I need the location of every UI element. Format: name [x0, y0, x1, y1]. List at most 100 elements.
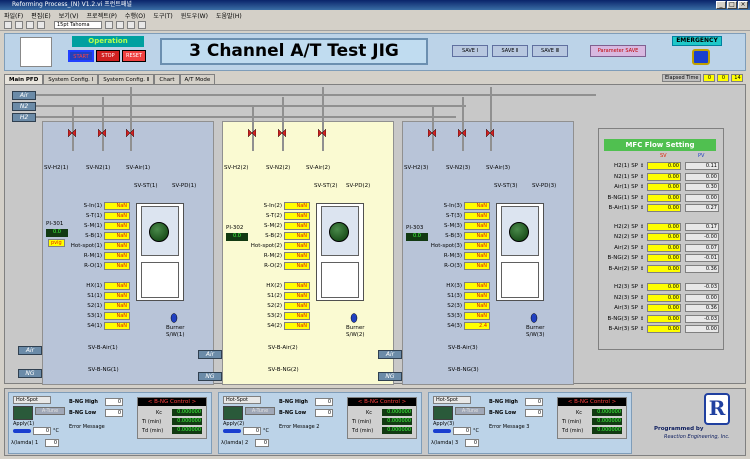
bng-high-input[interactable]: 0 — [315, 398, 333, 406]
lambda-input[interactable]: 0 — [465, 439, 479, 447]
valve-air-icon[interactable] — [486, 129, 494, 137]
run-continuous-icon[interactable] — [15, 21, 23, 29]
menu-tools[interactable]: 도구(T) — [153, 12, 173, 20]
spin-icon[interactable]: ⇕ — [640, 305, 645, 312]
hotspot-select[interactable]: Hot-Spot — [13, 396, 51, 404]
emergency-button[interactable] — [692, 49, 710, 65]
kc-value[interactable]: 0.000000 — [172, 409, 202, 416]
spin-icon[interactable]: ⇕ — [640, 184, 645, 191]
menu-view[interactable]: 보기(V) — [58, 12, 79, 20]
tab-system-config-1[interactable]: System Config. Ⅰ — [43, 74, 99, 84]
menu-edit[interactable]: 편집(E) — [31, 12, 51, 20]
spin-icon[interactable]: ⇕ — [640, 326, 645, 333]
save-1-button[interactable]: SAVE Ⅰ — [452, 45, 488, 57]
valve-n2-icon[interactable] — [278, 129, 286, 137]
start-button[interactable]: START — [68, 50, 94, 62]
spin-icon[interactable]: ⇕ — [640, 234, 645, 241]
valve-h2-icon[interactable] — [428, 129, 436, 137]
font-select[interactable]: 15pt Tahoma — [54, 21, 102, 29]
valve-n2-icon[interactable] — [98, 129, 106, 137]
hotspot-select[interactable]: Hot-Spot — [223, 396, 261, 404]
atune-button[interactable]: A-Tune — [245, 407, 275, 415]
ti-value[interactable]: 0.000000 — [172, 418, 202, 425]
atune-button[interactable]: A-Tune — [455, 407, 485, 415]
mfc-sp-input[interactable]: 0.00 — [647, 162, 681, 171]
lambda-input[interactable]: 0 — [255, 439, 269, 447]
mfc-sp-input[interactable]: 0.00 — [647, 222, 681, 231]
burner-switch-icon[interactable] — [170, 313, 178, 323]
tab-at-mode[interactable]: A/T Mode — [179, 74, 216, 84]
temp-input[interactable]: 0 — [33, 427, 51, 435]
menu-file[interactable]: 파일(F) — [4, 12, 24, 20]
spin-icon[interactable]: ⇕ — [640, 205, 645, 212]
mfc-sp-input[interactable]: 0.00 — [647, 314, 681, 323]
mfc-sp-input[interactable]: 0.00 — [647, 183, 681, 192]
mfc-sp-input[interactable]: 0.00 — [647, 193, 681, 202]
bng-high-input[interactable]: 0 — [525, 398, 543, 406]
kc-value[interactable]: 0.000000 — [592, 409, 622, 416]
menu-project[interactable]: 프로젝트(P) — [86, 12, 117, 20]
minimize-icon[interactable]: _ — [716, 1, 726, 9]
burner-switch-icon[interactable] — [350, 313, 358, 323]
spin-icon[interactable]: ⇕ — [640, 294, 645, 301]
toggle-switch-icon[interactable] — [13, 428, 31, 434]
spin-icon[interactable]: ⇕ — [640, 255, 645, 262]
tab-system-config-2[interactable]: System Config. Ⅱ — [98, 74, 155, 84]
align-icon[interactable] — [105, 21, 113, 29]
resize-icon[interactable] — [127, 21, 135, 29]
bng-high-input[interactable]: 0 — [105, 398, 123, 406]
mfc-sp-input[interactable]: 0.00 — [647, 254, 681, 263]
ti-value[interactable]: 0.000000 — [592, 418, 622, 425]
spin-icon[interactable]: ⇕ — [640, 315, 645, 322]
close-icon[interactable]: × — [738, 1, 748, 9]
tab-chart[interactable]: Chart — [154, 74, 180, 84]
spin-icon[interactable]: ⇕ — [640, 173, 645, 180]
valve-h2-icon[interactable] — [248, 129, 256, 137]
spin-icon[interactable]: ⇕ — [640, 223, 645, 230]
save-2-button[interactable]: SAVE Ⅱ — [492, 45, 528, 57]
mfc-sp-input[interactable]: 0.00 — [647, 172, 681, 181]
save-3-button[interactable]: SAVE Ⅲ — [532, 45, 568, 57]
valve-n2-icon[interactable] — [458, 129, 466, 137]
abort-icon[interactable] — [26, 21, 34, 29]
td-value[interactable]: 0.000000 — [382, 427, 412, 434]
menu-window[interactable]: 윈도우(W) — [180, 12, 208, 20]
tab-main-pfd[interactable]: Main PFD — [4, 74, 44, 84]
kc-value[interactable]: 0.000000 — [382, 409, 412, 416]
hotspot-select[interactable]: Hot-Spot — [433, 396, 471, 404]
ti-value[interactable]: 0.000000 — [382, 418, 412, 425]
mfc-sp-input[interactable]: 0.00 — [647, 243, 681, 252]
run-icon[interactable] — [4, 21, 12, 29]
mfc-sp-input[interactable]: 0.00 — [647, 325, 681, 334]
lambda-input[interactable]: 0 — [45, 439, 59, 447]
mfc-sp-input[interactable]: 0.00 — [647, 204, 681, 213]
reorder-icon[interactable] — [138, 21, 146, 29]
toggle-switch-icon[interactable] — [433, 428, 451, 434]
spin-icon[interactable]: ⇕ — [640, 244, 645, 251]
stop-button[interactable]: STOP — [96, 50, 120, 62]
mfc-sp-input[interactable]: 0.00 — [647, 283, 681, 292]
td-value[interactable]: 0.000000 — [172, 427, 202, 434]
valve-air-icon[interactable] — [126, 129, 134, 137]
maximize-icon[interactable]: □ — [727, 1, 737, 9]
distribute-icon[interactable] — [116, 21, 124, 29]
valve-h2-icon[interactable] — [68, 129, 76, 137]
bng-low-input[interactable]: 0 — [525, 409, 543, 417]
spin-icon[interactable]: ⇕ — [640, 284, 645, 291]
bng-low-input[interactable]: 0 — [315, 409, 333, 417]
parameter-save-button[interactable]: Parameter SAVE — [590, 45, 646, 57]
valve-air-icon[interactable] — [318, 129, 326, 137]
td-value[interactable]: 0.000000 — [592, 427, 622, 434]
mfc-sp-input[interactable]: 0.00 — [647, 233, 681, 242]
temp-input[interactable]: 0 — [453, 427, 471, 435]
spin-icon[interactable]: ⇕ — [640, 194, 645, 201]
mfc-sp-input[interactable]: 0.00 — [647, 304, 681, 313]
atune-button[interactable]: A-Tune — [35, 407, 65, 415]
menu-operate[interactable]: 수행(O) — [124, 12, 146, 20]
pause-icon[interactable] — [37, 21, 45, 29]
burner-switch-icon[interactable] — [530, 313, 538, 323]
temp-input[interactable]: 0 — [243, 427, 261, 435]
menu-help[interactable]: 도움말(H) — [215, 12, 242, 20]
toggle-switch-icon[interactable] — [223, 428, 241, 434]
bng-low-input[interactable]: 0 — [105, 409, 123, 417]
